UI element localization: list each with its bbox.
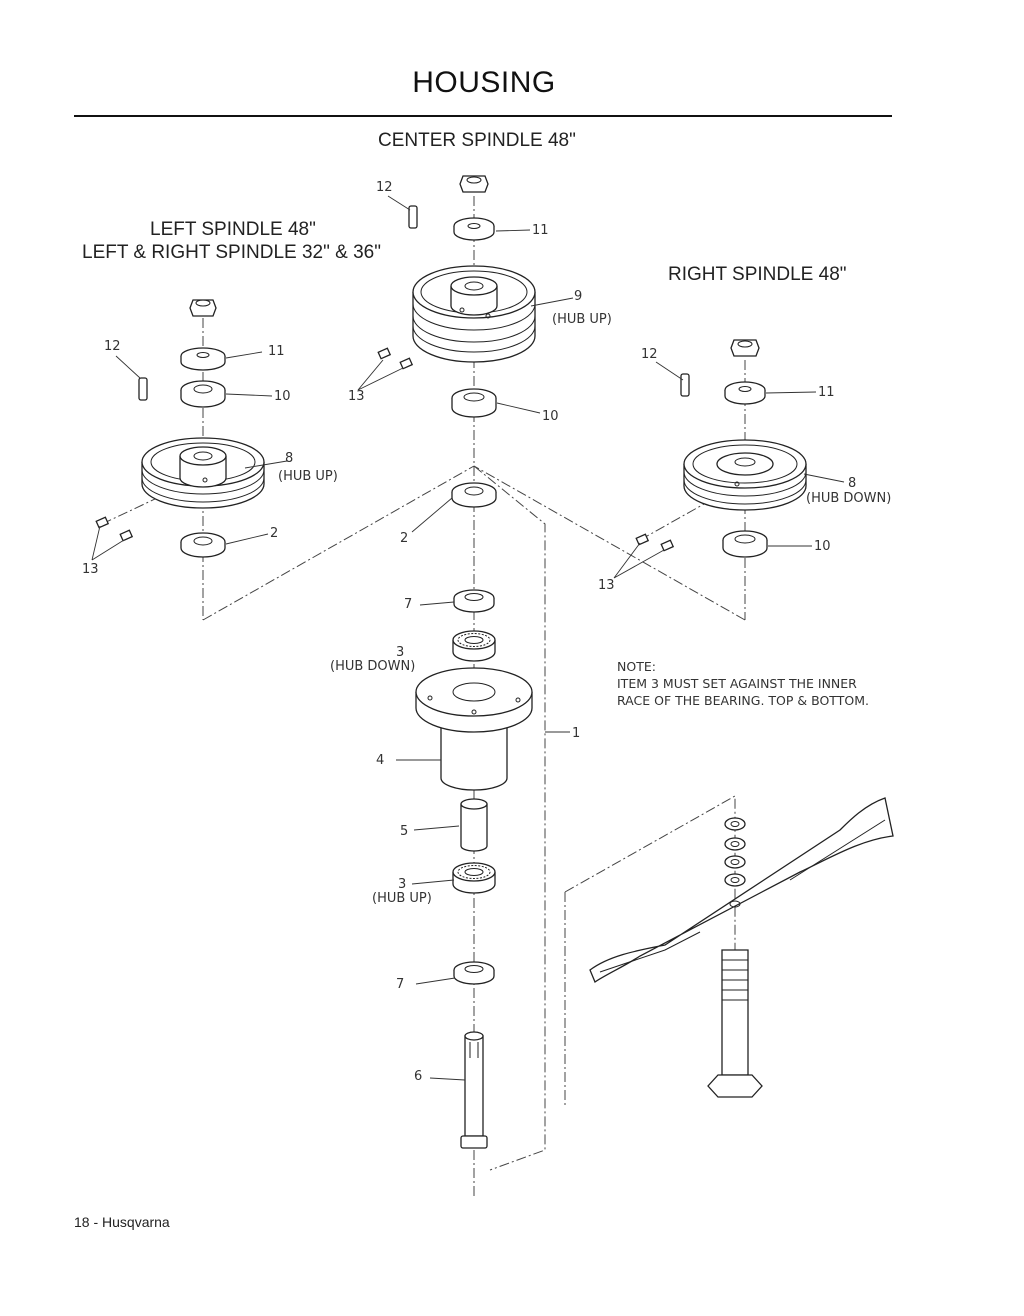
left-label-13: 13 [82, 562, 99, 577]
left-right-spindle-heading: LEFT & RIGHT SPINDLE 32" & 36" [82, 242, 381, 263]
left-label-8: 8 [285, 451, 293, 466]
center-housing-4-icon [415, 667, 533, 791]
left-washer-11-icon [180, 347, 226, 371]
center-label-3-top: 3 [396, 645, 404, 660]
center-spacer-7-bottom-icon [453, 961, 495, 985]
left-nut-icon [189, 299, 217, 317]
right-spindle-heading: RIGHT SPINDLE 48" [668, 264, 847, 285]
center-spacer-7-top-icon [453, 589, 495, 613]
blade-bolt-icon [707, 949, 763, 1098]
left-washer-10-icon [180, 380, 226, 408]
center-label-5: 5 [400, 824, 408, 839]
center-washer-11-icon [453, 217, 495, 241]
note-line-2: RACE OF THE BEARING. TOP & BOTTOM. [617, 693, 869, 708]
blade-assembly [589, 797, 894, 1098]
leader-lines [91, 195, 845, 1081]
center-label-3-bottom: 3 [398, 877, 406, 892]
center-washer-10-icon [451, 388, 497, 418]
right-label-13: 13 [598, 578, 615, 593]
blade-washers-icon [724, 817, 746, 887]
center-bearing-3-bottom-icon [452, 862, 496, 894]
left-spindle-assembly [95, 299, 265, 558]
center-label-6: 6 [414, 1069, 422, 1084]
center-spindle-heading: CENTER SPINDLE 48" [378, 130, 576, 151]
center-bearing-3-top-icon [452, 630, 496, 662]
left-label-10: 10 [274, 389, 291, 404]
title-rule [74, 115, 892, 117]
center-pulley-9-icon [412, 265, 536, 363]
right-label-10: 10 [814, 539, 831, 554]
page-title: HOUSING [412, 66, 556, 99]
center-label-9-hub: (HUB UP) [552, 312, 612, 327]
left-spindle-heading: LEFT SPINDLE 48" [150, 219, 316, 240]
right-label-12: 12 [641, 347, 658, 362]
page-footer: 18 - Husqvarna [74, 1214, 170, 1230]
right-label-8-hub: (HUB DOWN) [806, 491, 891, 506]
left-label-11: 11 [268, 344, 285, 359]
center-label-9: 9 [574, 289, 582, 304]
center-set-screws-13-icon [377, 347, 414, 370]
right-set-screws-13-icon [635, 533, 675, 552]
center-label-3-bottom-hub: (HUB UP) [372, 891, 432, 906]
right-washer-10-icon [722, 530, 768, 558]
right-label-11: 11 [818, 385, 835, 400]
note-line-1: ITEM 3 MUST SET AGAINST THE INNER [617, 676, 857, 691]
right-nut-icon [730, 339, 760, 357]
left-pulley-8-icon [141, 437, 265, 509]
center-sleeve-5-icon [460, 798, 488, 852]
center-shaft-6-icon [460, 1031, 488, 1149]
left-set-screws-13-icon [95, 516, 134, 542]
center-label-4: 4 [376, 753, 384, 768]
center-label-10: 10 [542, 409, 559, 424]
center-label-7-top: 7 [404, 597, 412, 612]
right-washer-11-icon [724, 381, 766, 405]
center-spindle-assembly [377, 175, 536, 1149]
center-label-1: 1 [572, 726, 580, 741]
left-key-12-icon [138, 377, 148, 401]
mower-blade-icon [589, 797, 894, 983]
left-washer-2-icon [180, 532, 226, 558]
right-spindle-assembly [635, 339, 807, 558]
assembly-note: NOTE: ITEM 3 MUST SET AGAINST THE INNER … [617, 659, 869, 708]
left-label-12: 12 [104, 339, 121, 354]
center-washer-2-icon [451, 482, 497, 508]
center-label-3-top-hub: (HUB DOWN) [330, 659, 415, 674]
part-labels: 12 11 10 8 (HUB UP) 2 13 12 11 9 (HUB UP… [82, 180, 891, 1084]
left-label-2: 2 [270, 526, 278, 541]
center-label-13: 13 [348, 389, 365, 404]
left-label-8-hub: (HUB UP) [278, 469, 338, 484]
note-heading: NOTE: [617, 659, 656, 674]
center-label-12: 12 [376, 180, 393, 195]
center-label-11: 11 [532, 223, 549, 238]
center-label-7-bottom: 7 [396, 977, 404, 992]
right-label-8: 8 [848, 476, 856, 491]
center-key-12-icon [408, 205, 418, 229]
center-nut-icon [459, 175, 489, 193]
right-key-12-icon [680, 373, 690, 397]
right-pulley-8-icon [683, 439, 807, 511]
center-label-2: 2 [400, 531, 408, 546]
